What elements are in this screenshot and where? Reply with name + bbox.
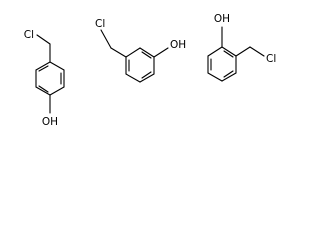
structure-canvas: Cl OH Cl OH: [24, 13, 277, 128]
benzene-ring: [35, 61, 65, 96]
hydroxyl-label: OH: [42, 116, 58, 128]
ch2-bond: [110, 47, 127, 58]
chlorine-label: Cl: [266, 53, 276, 65]
hydroxyl-label: OH: [214, 13, 230, 25]
ch2-cl-bond: [36, 34, 51, 45]
benzene-ring: [125, 47, 155, 83]
chlorine-label: Cl: [95, 18, 105, 30]
c-oh-bond: [153, 47, 169, 58]
ch2-cl-bond: [249, 46, 265, 57]
chlorine-label: Cl: [24, 29, 34, 41]
ch2-bond: [235, 46, 251, 57]
molecule-meta: Cl OH: [95, 18, 186, 83]
molecule-para: Cl OH: [24, 29, 65, 128]
ch2-cl-bond: [100, 29, 112, 49]
benzene-ring: [207, 46, 237, 82]
hydroxyl-label: OH: [170, 39, 186, 51]
molecule-ortho: OH Cl: [207, 13, 276, 82]
